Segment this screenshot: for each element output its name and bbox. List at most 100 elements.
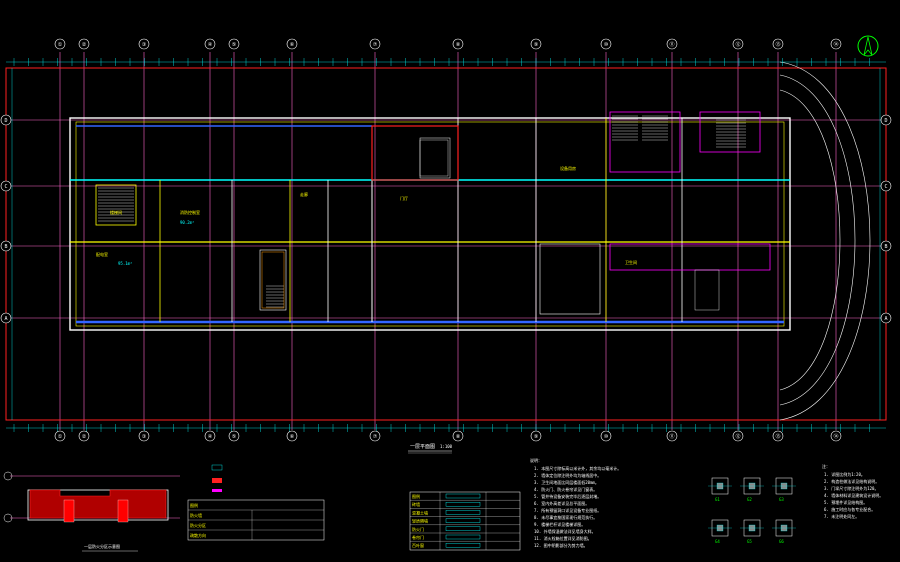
legend-row: 百叶窗 [412,542,424,548]
axis-bubble-label: ⑤ [232,42,237,48]
note-line: 7. 所有预留洞口详见设备专业图纸。 [534,507,601,513]
axis-bubble-label: ⑥ [290,434,295,440]
legend-row: 砖墙 [412,501,420,507]
axis-bubble [530,430,542,442]
north-arrow-icon [857,35,879,57]
notes-title: 说明： [530,457,542,463]
detail-label: G3 [779,497,784,502]
detail-label: G1 [715,497,720,502]
axis-bubble-label: D [884,118,887,124]
axis-bubble-label: B [4,244,7,250]
axis-bubble-label: ⑧ [456,42,461,48]
axis-bubble-label: ⑪ [669,41,674,48]
note-line: 2. 构造柱做法详见结构说明。 [824,478,879,484]
axis-bubble [0,180,12,192]
axis-bubble-label: ① [58,42,63,48]
room-label: 楼梯间 [110,209,122,215]
note-line: 3. 卫生间地面比同层楼面低20mm。 [534,479,599,485]
axis-bubble [880,312,892,324]
note-line: 9. 楼梯栏杆详见楼梯详图。 [534,521,585,527]
axis-bubble-label: ⑨ [534,42,539,48]
legend-row: 轻质隔墙 [412,518,428,524]
note-line: 6. 施工时应与各专业配合。 [824,506,875,512]
fire-zone-inset: 一层防火分区示意图 [3,471,180,552]
note-line: 5. 预埋件详见结构图。 [824,499,867,505]
axis-bubble [600,38,612,50]
legend-left: 图例 防火墙 防火分区 疏散方向 [187,464,325,541]
stair-hatches [98,115,746,308]
axis-bubble [772,38,784,50]
note-line: 12. 图中阴影部分为剪力墙。 [534,542,588,548]
detail-label: G4 [715,539,720,544]
axis-bubble-label: B [884,244,887,250]
building-outline [69,111,791,331]
axis-bubble-label: ⑫ [735,41,740,48]
axis-bubble [880,240,892,252]
axis-bubble [666,38,678,50]
axis-bubble [78,38,90,50]
note-line: 5. 管井待设备安装完毕后逐层封堵。 [534,493,601,499]
room-label: 消防控制室 [180,209,200,215]
axis-bubble-label: C [884,184,887,190]
axis-bubble-label: ② [82,434,87,440]
note-line: 3. 门垛尺寸除注明外为120。 [824,485,878,491]
legend-swatch [445,526,481,531]
dimension-ticks [13,58,870,432]
axis-bubble-label: ⑫ [735,433,740,440]
axis-bubble [286,430,298,442]
notes-center: 说明： 1. 本图尺寸除标高以米计外，其余均以毫米计。2. 墙体定位除注明外均为… [530,457,621,548]
note-line: 11. 消火栓箱位置详见消防图。 [534,535,592,541]
axis-bubble [452,38,464,50]
axis-bubble [228,430,240,442]
axis-bubble-label: ③ [142,42,147,48]
note-line: 7. 未注明处同左。 [824,513,859,519]
axis-bubble-label: ④ [208,434,213,440]
legend-row: 图例 [412,493,420,499]
axis-bubble-label: ⑬ [775,433,780,440]
plan-scale: 1:100 [440,444,453,449]
room-label: 配电室 [96,251,108,257]
axis-bubble-label: A [4,316,7,322]
axis-bubble [0,312,12,324]
note-line: 4. 墙体材料详见建筑设计说明。 [824,492,883,498]
note-line: 10. 外墙保温做法详见墙身大样。 [534,528,596,534]
axis-bubble-label: ⑤ [232,434,237,440]
axis-bubble-label: ⑦ [373,434,378,440]
axis-bubble-label: ⑬ [775,41,780,48]
hatched-walls [261,139,720,311]
legend-row: 混凝土墙 [412,509,428,515]
axis-bubble-label: ⑧ [456,434,461,440]
note-line: 4. 防火门、防火卷帘详见门窗表。 [534,486,597,492]
axis-bubble [732,38,744,50]
room-label: 设备用房 [560,165,576,171]
room-label: 卫生间 [625,259,637,265]
legend-row: 图例 [190,502,198,508]
axis-bubble [830,38,842,50]
detail-label: G2 [747,497,752,502]
axis-bubble-label: ③ [142,434,147,440]
axis-bubble [204,38,216,50]
axis-bubble-label: C [4,184,7,190]
note-line: 6. 室内外高差详见总平面图。 [534,500,589,506]
legend-swatch [445,493,481,499]
axis-bubble [732,430,744,442]
axis-bubble-label: ⑥ [290,42,295,48]
legend-swatch [445,518,481,523]
legend-row: 卷帘门 [412,534,424,540]
legend-row: 防火门 [412,526,424,532]
axis-bubble [880,114,892,126]
axis-bubble [54,38,66,50]
axis-bubble [666,430,678,442]
detail-label: G6 [779,539,784,544]
axis-bubble-label: ⑭ [833,41,838,48]
axis-bubble [0,114,12,126]
note-line: 2. 墙体定位除注明外均为轴线居中。 [534,472,601,478]
note-line: 1. 本图尺寸除标高以米计外，其余均以毫米计。 [534,465,621,471]
